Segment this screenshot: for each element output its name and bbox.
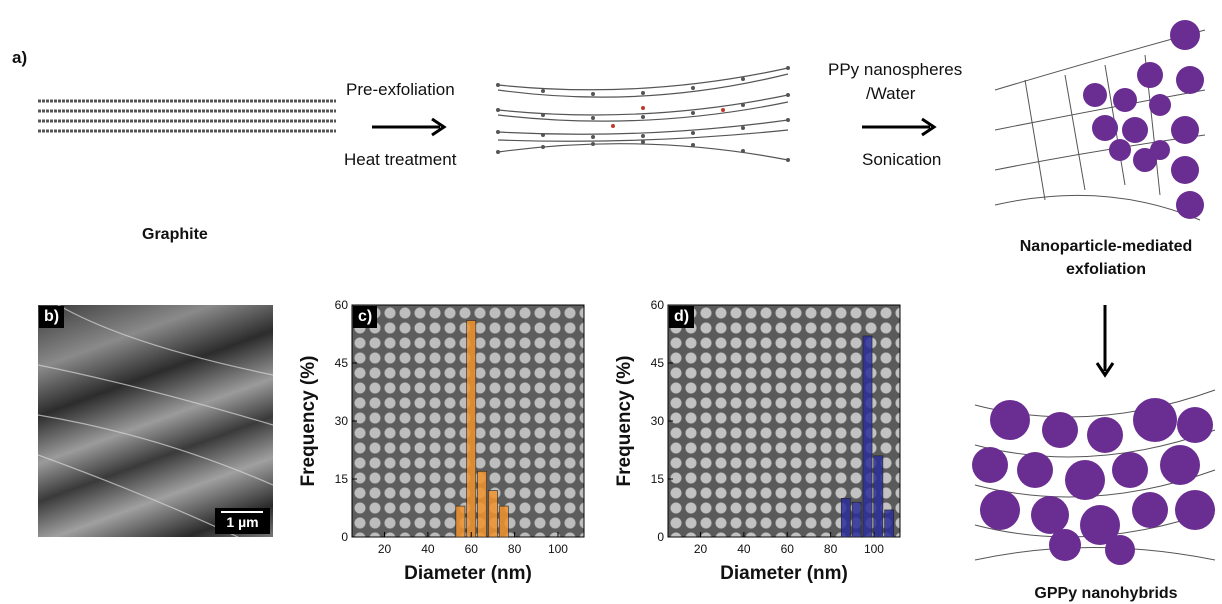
sem-image-graphene — [38, 305, 273, 537]
scale-bar: 1 µm — [215, 508, 270, 534]
x-axis-title: Diameter (nm) — [404, 563, 532, 584]
water-label: /Water — [866, 84, 916, 103]
y-tick-label: 30 — [651, 414, 665, 428]
x-tick-label: 20 — [694, 542, 708, 556]
y-axis-title: Frequency (%) — [298, 356, 319, 487]
histogram-bar — [884, 509, 895, 538]
y-tick-label: 45 — [335, 356, 349, 370]
np-mediated-label-1: Nanoparticle-mediated — [1019, 238, 1193, 255]
histogram-bar — [862, 335, 873, 538]
y-tick-label: 0 — [341, 530, 348, 544]
y-tick-label: 60 — [335, 298, 349, 312]
histogram-bar — [455, 505, 466, 538]
y-tick-label: 60 — [651, 298, 665, 312]
gppy-nanohybrids-illustration — [972, 389, 1216, 565]
histogram-bar — [840, 498, 851, 538]
x-axis-title: Diameter (nm) — [720, 563, 848, 584]
histogram-bar — [851, 501, 862, 538]
x-tick-label: 100 — [864, 542, 884, 556]
x-tick-label: 80 — [824, 542, 838, 556]
graphite-illustration — [38, 99, 336, 133]
sem-image-panel-d — [668, 305, 900, 537]
histogram-bar — [873, 455, 884, 538]
x-tick-label: 40 — [421, 542, 435, 556]
panel-c-label: c) — [353, 306, 378, 328]
gppy-label: GPPy nanohybrids — [1034, 585, 1178, 602]
y-axis-title: Frequency (%) — [614, 356, 635, 487]
pre-exfoliation-label: Pre-exfoliation — [346, 80, 455, 99]
x-tick-label: 60 — [465, 542, 479, 556]
scale-bar-label: 1 µm — [226, 514, 259, 530]
arrow-down-icon — [1095, 305, 1115, 378]
y-tick-label: 30 — [335, 414, 349, 428]
nanoparticle-exfoliation-illustration — [994, 20, 1206, 221]
y-tick-label: 45 — [651, 356, 665, 370]
arrow-right-icon — [862, 117, 937, 137]
heat-treatment-label: Heat treatment — [344, 150, 457, 169]
arrow-right-icon — [372, 117, 447, 137]
np-mediated-label-2: exfoliation — [1065, 261, 1146, 278]
x-tick-label: 80 — [508, 542, 522, 556]
y-tick-label: 15 — [335, 472, 349, 486]
histogram-bar — [488, 490, 498, 538]
histogram-bar — [498, 505, 509, 538]
pre-exfoliated-graphite-illustration — [496, 66, 790, 162]
x-tick-label: 60 — [781, 542, 795, 556]
x-tick-label: 100 — [548, 542, 568, 556]
panel-d-label: d) — [669, 306, 695, 328]
sonication-label: Sonication — [862, 150, 942, 169]
y-tick-label: 0 — [657, 530, 664, 544]
x-tick-label: 20 — [378, 542, 392, 556]
ppy-nanospheres-label: PPy nanospheres — [828, 60, 963, 79]
histogram-bar — [477, 470, 487, 538]
panel-b-label: b) — [39, 306, 65, 328]
x-tick-label: 40 — [737, 542, 751, 556]
panel-a-label: a) — [12, 48, 28, 67]
histogram-bar — [466, 320, 477, 538]
graphite-label: Graphite — [142, 226, 208, 243]
y-tick-label: 15 — [651, 472, 665, 486]
